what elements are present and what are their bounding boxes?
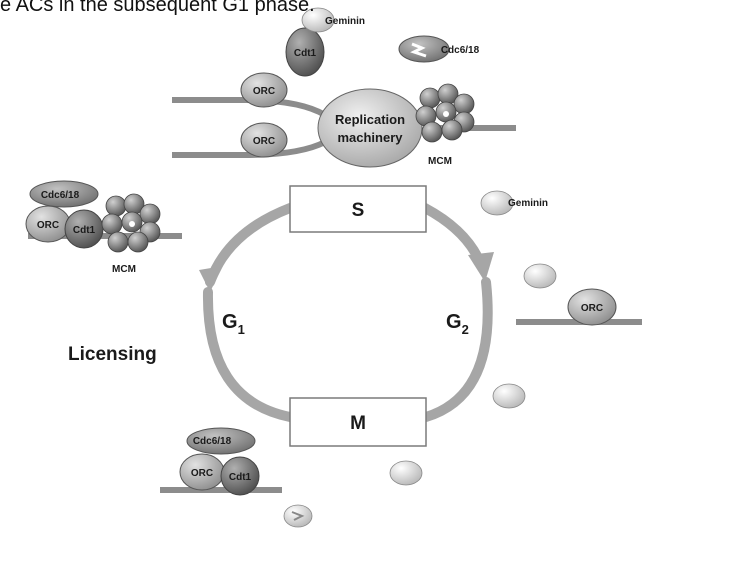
licensing-complex: Cdc6/18 ORC Cdt1 MCM: [25, 180, 182, 275]
cdt1-label-bottom: Cdt1: [229, 472, 252, 483]
arrowhead-g2: [468, 252, 494, 282]
phase-g2-label: G2: [446, 311, 469, 337]
s-phase-complex: ORC ORC Replication machinery MCM: [172, 7, 516, 168]
caption-text: e ACs in the subsequent G1 phase.: [0, 0, 315, 16]
arc-g2-to-m: [421, 277, 493, 422]
phase-m-box: M: [289, 397, 427, 447]
phase-s-box: S: [289, 185, 427, 233]
arc-g1-to-m: [202, 287, 295, 422]
geminin-ball-2: [492, 383, 526, 409]
geminin-ball-1: [523, 263, 557, 289]
arc-s-to-g1: [205, 203, 295, 287]
orc-label-right: ORC: [581, 303, 603, 314]
cdt1-label-top: Cdt1: [294, 48, 317, 59]
replication-label-line1: Replication: [335, 112, 405, 127]
degraded-protein: [283, 504, 313, 528]
mcm-cluster-top: [415, 83, 475, 143]
mcm-label-top: MCM: [428, 156, 452, 167]
mcm-label-left: MCM: [112, 264, 136, 275]
orc-label-top: ORC: [253, 86, 275, 97]
geminin-label-right: Geminin: [508, 198, 548, 209]
degradation-icon: [410, 42, 427, 58]
orc-label-bottom: ORC: [191, 468, 213, 479]
arc-s-to-g2: [420, 203, 485, 267]
m-phase-complex: Cdc6/18 ORC Cdt1: [160, 427, 313, 528]
cdc6-label-bottom: Cdc6/18: [193, 436, 232, 447]
cdt1-label-left: Cdt1: [73, 225, 96, 236]
replication-label-line2: machinery: [337, 130, 403, 145]
licensing-label: Licensing: [68, 344, 157, 365]
geminin-ball-3: [389, 460, 423, 486]
dna-strand-bottom: [172, 139, 327, 158]
mcm-cluster-left: [101, 193, 161, 253]
cell-cycle-ring: [199, 203, 494, 422]
phase-g1-label: G1: [222, 311, 245, 337]
phase-m-label: M: [350, 413, 366, 434]
g2-components: Geminin ORC: [389, 190, 642, 486]
cdc6-label-top: Cdc6/18: [441, 45, 480, 56]
orc-label-left: ORC: [37, 220, 59, 231]
geminin-label-top: Geminin: [325, 16, 365, 27]
phase-s-label: S: [352, 200, 365, 221]
cdc6-label-left: Cdc6/18: [41, 190, 80, 201]
orc-label-bottom: ORC: [253, 136, 275, 147]
arrowhead-g1: [199, 266, 223, 292]
